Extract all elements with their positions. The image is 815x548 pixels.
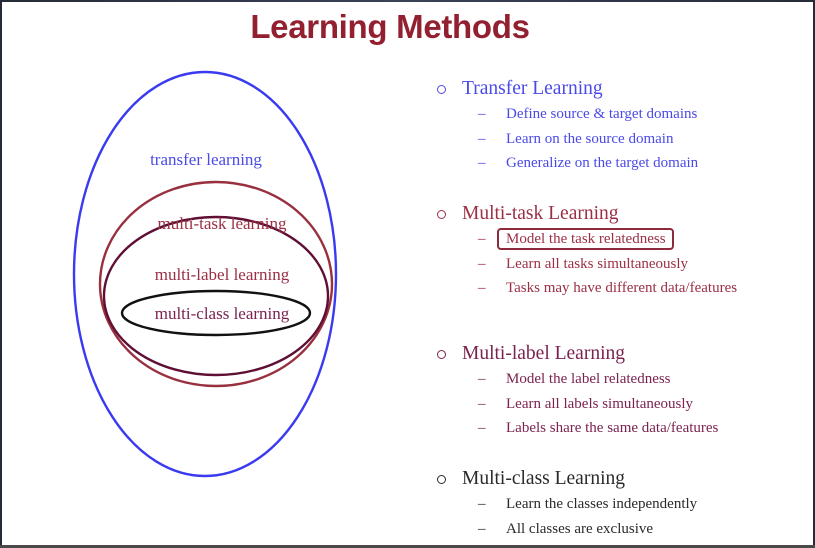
- bottom-edge: [0, 545, 815, 548]
- ellipse-multi-class-learning: [120, 289, 312, 337]
- list-item: – Labels share the same data/features: [435, 416, 718, 441]
- list-item: – Generalize on the target domain: [435, 151, 698, 176]
- list-item: – Learn on the source domain: [435, 127, 698, 152]
- ellipse-transfer-learning: [72, 70, 338, 478]
- section-multi-class-learning: Multi-class Learning – Learn the classes…: [435, 466, 697, 541]
- section-title: Multi-label Learning: [462, 343, 625, 364]
- dash-bullet-icon: –: [478, 106, 486, 122]
- dash-bullet-icon: –: [478, 520, 486, 537]
- circle-bullet-icon: [437, 84, 446, 94]
- item-text: Learn all labels simultaneously: [506, 395, 694, 412]
- dash-bullet-icon: –: [478, 231, 486, 247]
- circle-bullet-icon: [437, 349, 446, 359]
- list-item: – Tasks may have different data/features: [435, 276, 737, 301]
- list-item: – Model the label relatedness: [435, 367, 718, 392]
- dash-bullet-icon: –: [478, 280, 486, 296]
- circle-bullet-icon: [437, 474, 446, 484]
- list-item-highlighted: – Model the task relatedness: [435, 227, 737, 252]
- slide-title: Learning Methods: [250, 8, 530, 45]
- item-text: Model the label relatedness: [506, 371, 671, 387]
- dash-bullet-icon: –: [478, 155, 486, 171]
- nested-ellipse-diagram: transfer learning multi-task learning mu…: [2, 2, 422, 545]
- section-transfer-learning: Transfer Learning – Define source & targ…: [435, 76, 698, 176]
- dash-bullet-icon: –: [478, 420, 486, 436]
- list-item: – Define source & target domains: [435, 102, 698, 127]
- item-text: Define source & target domains: [506, 106, 698, 122]
- dash-bullet-icon: –: [478, 395, 486, 412]
- item-text: Tasks may have different data/features: [506, 280, 738, 296]
- section-title: Multi-class Learning: [462, 468, 625, 489]
- item-text: Learn the classes independently: [506, 496, 698, 512]
- ellipse-diagram-svg: [72, 70, 338, 478]
- section-title: Multi-task Learning: [462, 203, 619, 224]
- item-text: Learn on the source domain: [506, 130, 674, 147]
- dash-bullet-icon: –: [478, 371, 486, 387]
- label-transfer-learning: transfer learning: [150, 150, 262, 169]
- label-multi-class-learning: multi-class learning: [154, 304, 290, 323]
- ellipse-multi-label-learning: [102, 215, 330, 377]
- circle-bullet-icon: [437, 209, 446, 219]
- label-multi-task-learning: multi-task learning: [157, 214, 287, 233]
- item-text: Learn all tasks simultaneously: [506, 255, 689, 272]
- list-item: – All classes are exclusive: [435, 517, 697, 542]
- list-item: – Learn the classes independently: [435, 492, 697, 517]
- section-multi-label-learning: Multi-label Learning – Model the label r…: [435, 341, 718, 441]
- section-title: Transfer Learning: [462, 78, 603, 99]
- item-text: All classes are exclusive: [506, 520, 654, 537]
- list-item: – Learn all labels simultaneously: [435, 392, 718, 417]
- item-text: Labels share the same data/features: [506, 420, 719, 436]
- dash-bullet-icon: –: [478, 255, 486, 272]
- label-multi-label-learning: multi-label learning: [154, 265, 290, 284]
- item-text: Generalize on the target domain: [506, 155, 699, 171]
- list-item: – Learn all tasks simultaneously: [435, 252, 737, 277]
- highlight-box: Model the task relatedness: [497, 228, 674, 250]
- dash-bullet-icon: –: [478, 496, 486, 512]
- section-multi-task-learning: Multi-task Learning – Model the task rel…: [435, 201, 737, 301]
- dash-bullet-icon: –: [478, 130, 486, 147]
- ellipse-multi-task-learning: [98, 180, 334, 388]
